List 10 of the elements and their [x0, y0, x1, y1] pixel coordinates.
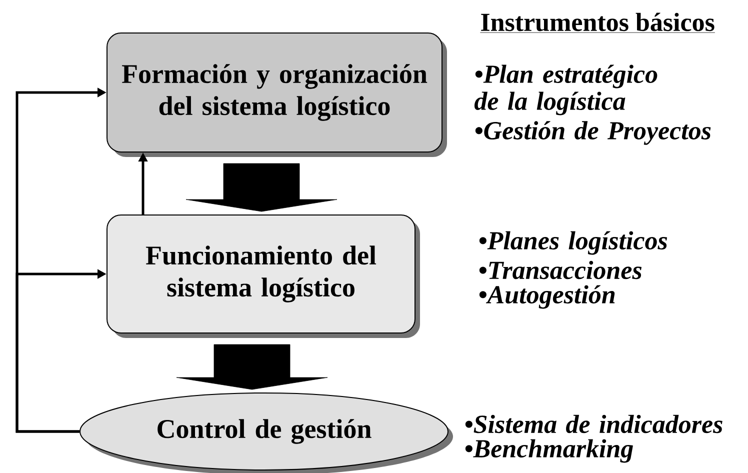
- bullet-item: •Planes logísticos: [479, 231, 668, 255]
- bullet-item: •Plan estratégico de la logística: [474, 64, 658, 116]
- block-arrow: [186, 163, 338, 212]
- bullet-item: •Gestión de Proyectos: [475, 121, 711, 145]
- bullet-item: •Transacciones: [479, 260, 642, 280]
- block-arrow: [176, 344, 328, 390]
- bullet-item: •Autogestión: [479, 285, 615, 309]
- process-box: Formación y organización del sistema logístico: [106, 32, 447, 157]
- process-box: Funcionamiento del sistema logístico: [106, 214, 420, 338]
- heading: Instrumentos básicos: [480, 12, 716, 33]
